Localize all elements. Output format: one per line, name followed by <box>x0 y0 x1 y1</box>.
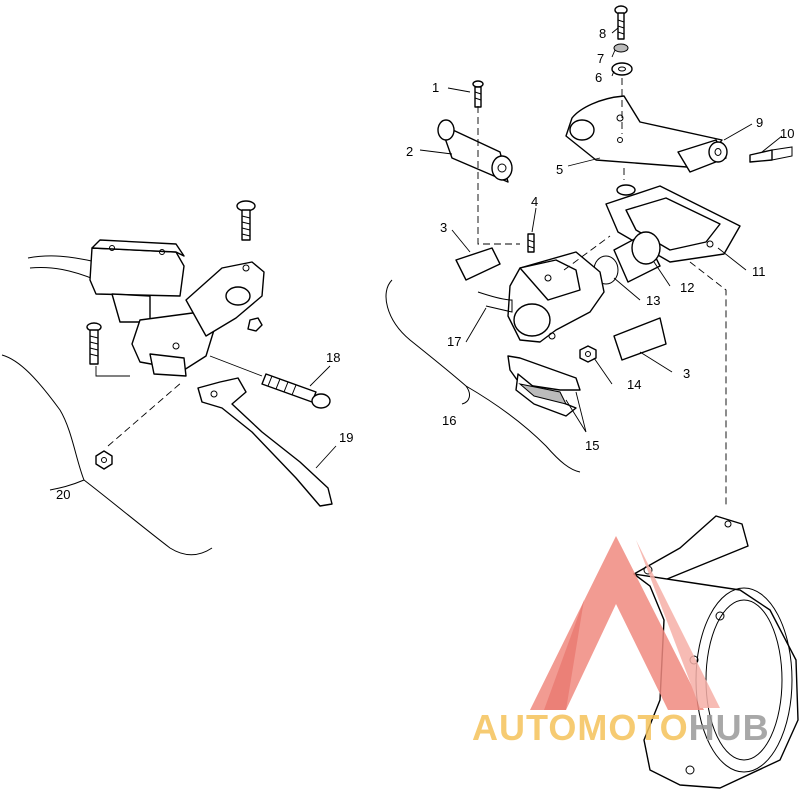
clip-17 <box>477 291 513 313</box>
washer-6 <box>611 62 633 76</box>
callout-1: 1 <box>432 80 439 95</box>
callout-3-top: 3 <box>440 220 447 235</box>
shim-3a <box>455 247 501 281</box>
lever-bracket <box>131 261 265 377</box>
callout-4: 4 <box>531 194 538 209</box>
callout-17: 17 <box>447 334 461 349</box>
master-cylinder-reservoir <box>89 239 185 323</box>
callout-20: 20 <box>56 487 70 502</box>
callout-8: 8 <box>599 26 606 41</box>
callout-10: 10 <box>780 126 794 141</box>
callout-5: 5 <box>556 162 563 177</box>
screw-top <box>236 200 256 241</box>
brake-pads-15 <box>507 355 581 417</box>
bleeder-4 <box>527 233 535 253</box>
callout-3-bottom: 3 <box>683 366 690 381</box>
callout-18: 18 <box>326 350 340 365</box>
caliper-body <box>507 251 605 343</box>
callout-16: 16 <box>442 413 456 428</box>
left-assembly <box>1 200 333 556</box>
callout-labels: 1 2 3 4 5 6 7 8 9 10 11 12 13 3 14 15 16… <box>56 26 794 502</box>
warning-triangle-logo-icon <box>530 536 720 710</box>
lock-washer-7 <box>613 43 629 53</box>
callout-13: 13 <box>646 293 660 308</box>
callout-15: 15 <box>585 438 599 453</box>
svg-text:AUTOMOTOHUB: AUTOMOTOHUB <box>472 707 770 748</box>
screw-1 <box>472 80 484 108</box>
bolt-8 <box>614 5 628 40</box>
callout-9: 9 <box>756 115 763 130</box>
watermark: AUTOMOTOHUB <box>472 536 770 748</box>
screw-left <box>86 322 102 365</box>
brake-lever <box>197 377 333 507</box>
screw-10 <box>749 146 793 163</box>
nut-14 <box>579 345 597 363</box>
nut-small <box>247 317 263 332</box>
shim-3b <box>613 317 667 361</box>
watermark-text-accent: HUB <box>689 707 770 748</box>
sleeve-9 <box>677 139 728 173</box>
callout-6: 6 <box>595 70 602 85</box>
nut-bottom <box>95 450 113 470</box>
callout-14: 14 <box>627 377 641 392</box>
piston-12 <box>613 231 661 283</box>
callout-11: 11 <box>752 264 766 279</box>
callout-12: 12 <box>680 280 694 295</box>
callout-19: 19 <box>339 430 353 445</box>
right-assembly <box>385 5 793 508</box>
callout-7: 7 <box>597 51 604 66</box>
watermark-text-main: AUTOMOTO <box>472 707 689 748</box>
leader-lines <box>309 27 783 469</box>
pivot-bolt <box>209 355 331 409</box>
pin-2 <box>437 119 513 183</box>
callout-2: 2 <box>406 144 413 159</box>
